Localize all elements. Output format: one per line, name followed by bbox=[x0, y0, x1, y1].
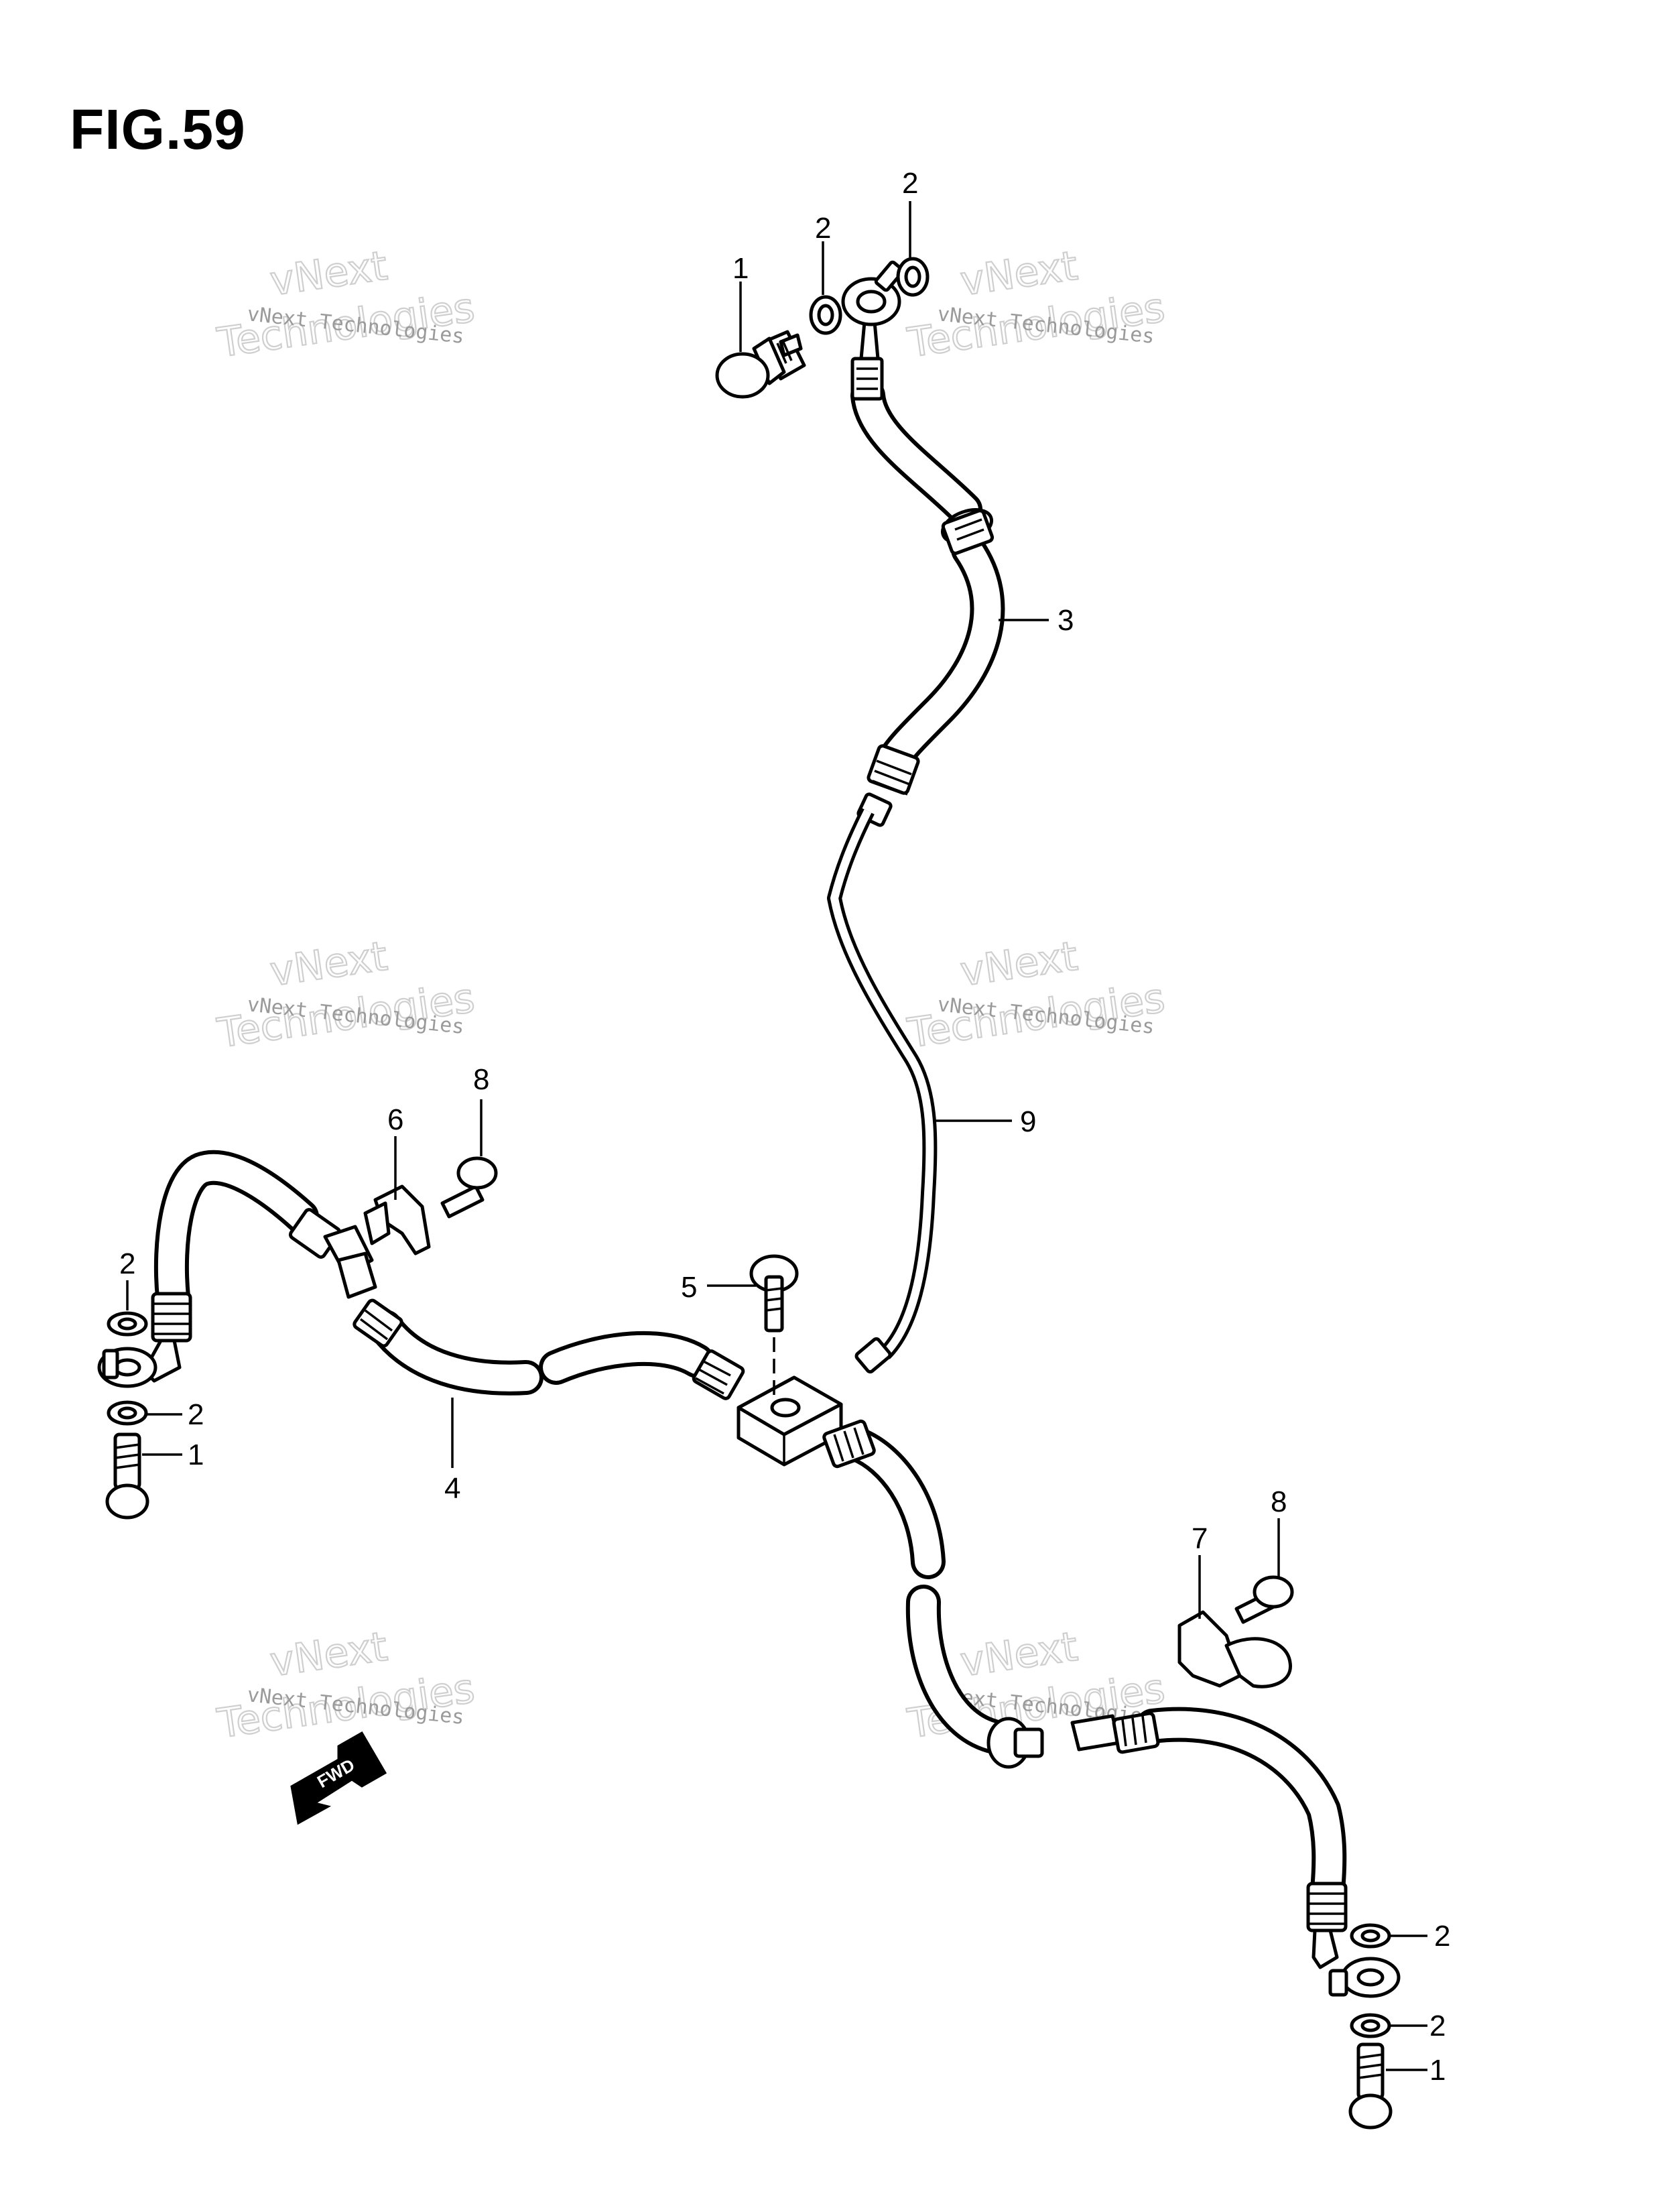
callouts: 1 2 2 3 9 6 8 2 2 1 4 5 7 8 2 2 1 bbox=[119, 167, 1450, 2087]
callout-8-right: 8 bbox=[1271, 1485, 1287, 1518]
forward-direction-arrow: FWD bbox=[290, 1731, 387, 1825]
bolt-joint bbox=[749, 1254, 799, 1398]
watermark-vnext: vNext bbox=[958, 243, 1080, 306]
brake-hose-left bbox=[142, 1150, 745, 1400]
brake-hose-upper bbox=[850, 320, 1005, 827]
callout-1-left: 1 bbox=[188, 1438, 204, 1471]
callout-2-upper-left: 2 bbox=[815, 212, 831, 245]
washer-right-lower bbox=[1350, 2013, 1391, 2038]
callout-2-left-upper: 2 bbox=[119, 1247, 135, 1280]
figure-title: FIG.59 bbox=[70, 98, 246, 161]
watermark-vnext: vNext bbox=[958, 933, 1080, 996]
callout-1-right: 1 bbox=[1429, 2054, 1446, 2087]
callout-4: 4 bbox=[444, 1472, 460, 1505]
callout-7: 7 bbox=[1192, 1522, 1208, 1555]
washer-upper-left bbox=[809, 295, 842, 335]
three-way-joint bbox=[737, 1375, 843, 1467]
callout-2-upper-right: 2 bbox=[902, 167, 918, 200]
watermark-vnext: vNext bbox=[958, 1623, 1080, 1686]
bolt-clamp-left bbox=[440, 1156, 498, 1219]
union-bolt-right bbox=[1348, 2042, 1393, 2130]
banjo-fitting-right bbox=[1328, 1957, 1401, 1998]
callout-5: 5 bbox=[681, 1271, 697, 1304]
watermark-vnext: vNext bbox=[267, 933, 390, 996]
callout-3: 3 bbox=[1058, 604, 1074, 637]
callout-2-right-upper: 2 bbox=[1434, 1920, 1450, 1953]
union-bolt-upper bbox=[715, 330, 806, 399]
washer-left-upper bbox=[107, 1311, 148, 1337]
washer-right-upper bbox=[1350, 1923, 1391, 1949]
hose-clamp-right bbox=[1177, 1610, 1292, 1688]
watermark-group: vNext Technologies vNext Technologies vN… bbox=[214, 241, 1169, 1748]
watermark-vnext: vNext bbox=[267, 243, 390, 306]
washer-left-lower bbox=[107, 1400, 148, 1426]
banjo-fitting-upper bbox=[841, 260, 905, 326]
callout-1-upper: 1 bbox=[732, 252, 749, 285]
watermark-vnext: vNext bbox=[267, 1623, 390, 1686]
washer-upper-right bbox=[896, 257, 930, 297]
brake-pipe bbox=[827, 808, 938, 1373]
callout-6: 6 bbox=[387, 1103, 403, 1136]
callout-8-left: 8 bbox=[473, 1063, 489, 1096]
callout-2-left-lower: 2 bbox=[188, 1398, 204, 1431]
hose-clamp-left bbox=[363, 1184, 431, 1255]
callout-9: 9 bbox=[1020, 1105, 1036, 1138]
brake-hose-right bbox=[822, 1419, 1348, 1969]
callout-2-right-lower: 2 bbox=[1429, 2010, 1446, 2042]
banjo-fitting-left bbox=[97, 1347, 157, 1388]
union-bolt-left bbox=[105, 1432, 149, 1520]
bolt-clamp-right bbox=[1234, 1575, 1294, 1624]
